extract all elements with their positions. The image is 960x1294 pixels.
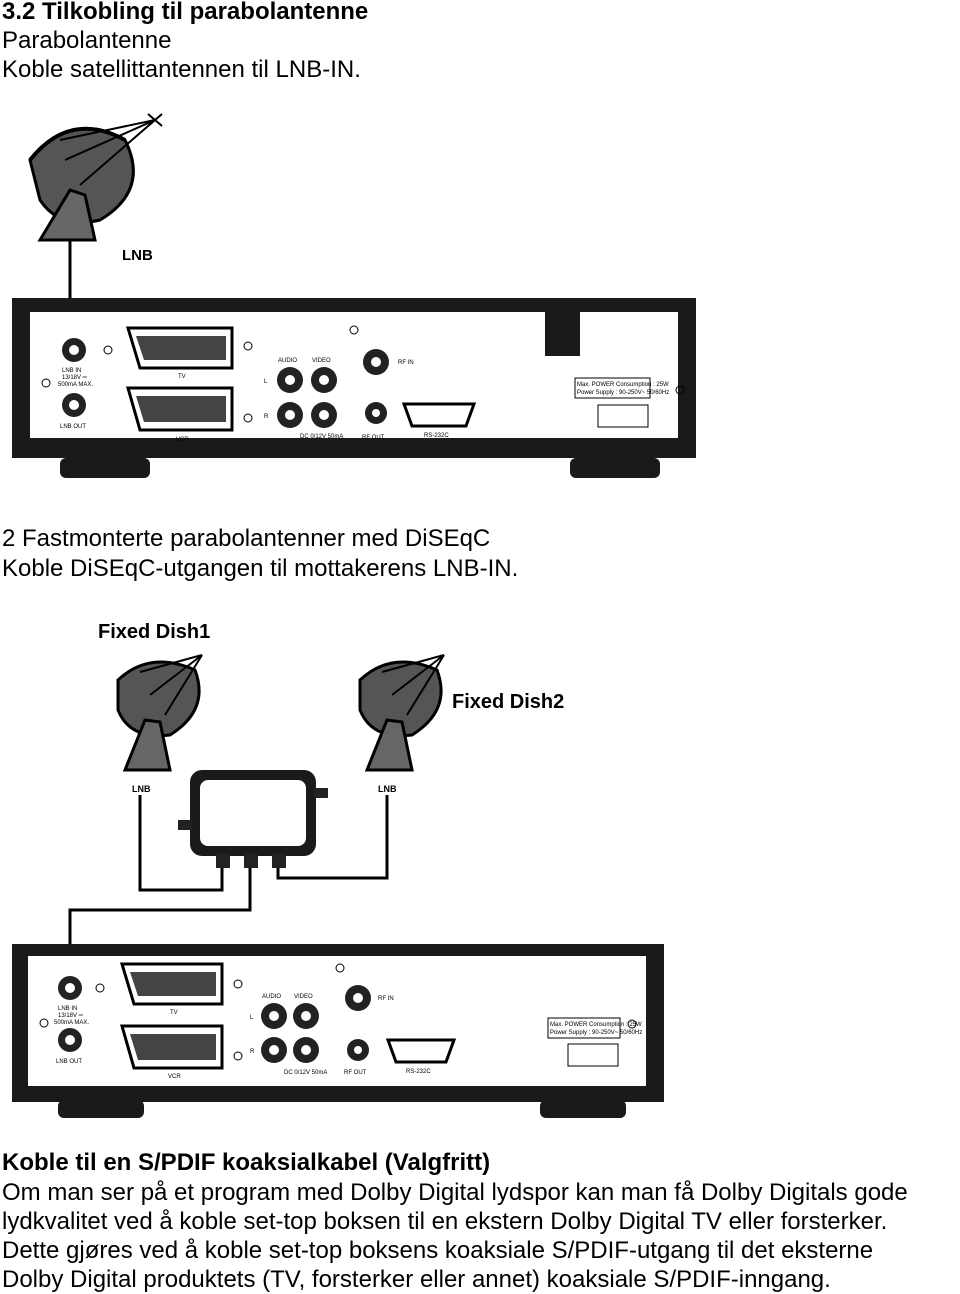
- fixed-dish1-label: Fixed Dish1: [98, 621, 210, 643]
- vcr-label: VCR: [176, 437, 189, 443]
- satellite-dish: [28, 113, 163, 325]
- audio-label: AUDIO: [278, 358, 297, 364]
- section3-line-2: lydkvalitet ved å koble set-top boksen t…: [2, 1208, 888, 1235]
- power-label-1-2: Max. POWER Consumption : 25W: [550, 1022, 642, 1028]
- section1-heading: 3.2 Tilkobling til parabolantenne: [2, 0, 369, 25]
- section1-subheading: Parabolantenne: [2, 27, 172, 54]
- dc-label-2: DC 0/12V 50mA: [284, 1070, 327, 1076]
- lnb-out-label-2: LNB OUT: [56, 1059, 82, 1065]
- section3-line-4: Dolby Digital produktets (TV, forsterker…: [2, 1266, 831, 1293]
- power-label-1: Max. POWER Consumption : 25W: [577, 382, 669, 388]
- lnb-label: LNB: [122, 247, 153, 264]
- section3-line-1: Om man ser på et program med Dolby Digit…: [2, 1179, 908, 1206]
- fixed-dish2: [358, 654, 445, 772]
- dc-label: DC 0/12V 50mA: [300, 434, 343, 440]
- section2-instruction: Koble DiSEqC-utgangen til mottakerens LN…: [2, 555, 519, 582]
- l-label: L: [264, 379, 268, 385]
- cables: [68, 795, 389, 970]
- lnb-in-spec1-2: 13/18V ═: [58, 1013, 84, 1019]
- lnb2-label: LNB: [378, 784, 397, 794]
- rf-out-label: RF OUT: [362, 435, 385, 441]
- lnb-in-label-2: LNB IN: [58, 1006, 77, 1012]
- video-label-2: VIDEO: [294, 994, 313, 1000]
- fixed-dish2-label: Fixed Dish2: [452, 691, 564, 713]
- rf-in-label: RF IN: [398, 360, 414, 366]
- power-label-2: Power Supply : 90-250V~ 50/60Hz: [577, 390, 669, 396]
- l-label-2: L: [250, 1015, 254, 1021]
- figure2-diagram: Fixed Dish1 Fixed Dish2 LNB LNB: [12, 621, 664, 1118]
- lnb-in-label: LNB IN: [62, 368, 81, 374]
- section3-heading: Koble til en S/PDIF koaksialkabel (Valgf…: [2, 1149, 491, 1176]
- lnb1-label: LNB: [132, 784, 151, 794]
- vcr-label-2: VCR: [168, 1074, 181, 1080]
- tv-label-2: TV: [170, 1010, 178, 1016]
- section1-instruction: Koble satellittantennen til LNB-IN.: [2, 56, 361, 83]
- section3-line-3: Dette gjøres ved å koble set-top boksens…: [2, 1237, 874, 1264]
- section2-heading: 2 Fastmonterte parabolantenner med DiSEq…: [2, 525, 491, 552]
- r-label-2: R: [250, 1049, 255, 1055]
- rs232-label-2: RS-232C: [406, 1069, 431, 1075]
- tv-label: TV: [178, 374, 186, 380]
- figure1-diagram: LNB LNB IN 13/18V ═ 500m: [12, 113, 696, 478]
- lnb-in-spec2: 500mA MAX.: [58, 382, 93, 388]
- lnb-in-spec1: 13/18V ═: [62, 375, 88, 381]
- power-label-2-2: Power Supply : 90-250V~ 50/60Hz: [550, 1030, 642, 1036]
- rf-in-label-2: RF IN: [378, 996, 394, 1002]
- lnb-in-spec2-2: 500mA MAX.: [54, 1020, 89, 1026]
- video-label: VIDEO: [312, 358, 331, 364]
- audio-label-2: AUDIO: [262, 994, 281, 1000]
- receiver-back-panel-2: [12, 944, 664, 1118]
- r-label: R: [264, 414, 269, 420]
- rf-out-label-2: RF OUT: [344, 1070, 367, 1076]
- receiver-back-panel: [12, 298, 696, 478]
- lnb-out-label: LNB OUT: [60, 424, 86, 430]
- fixed-dish1: [116, 654, 203, 772]
- rs232-label: RS-232C: [424, 433, 449, 439]
- diseqc-switch: [178, 770, 328, 868]
